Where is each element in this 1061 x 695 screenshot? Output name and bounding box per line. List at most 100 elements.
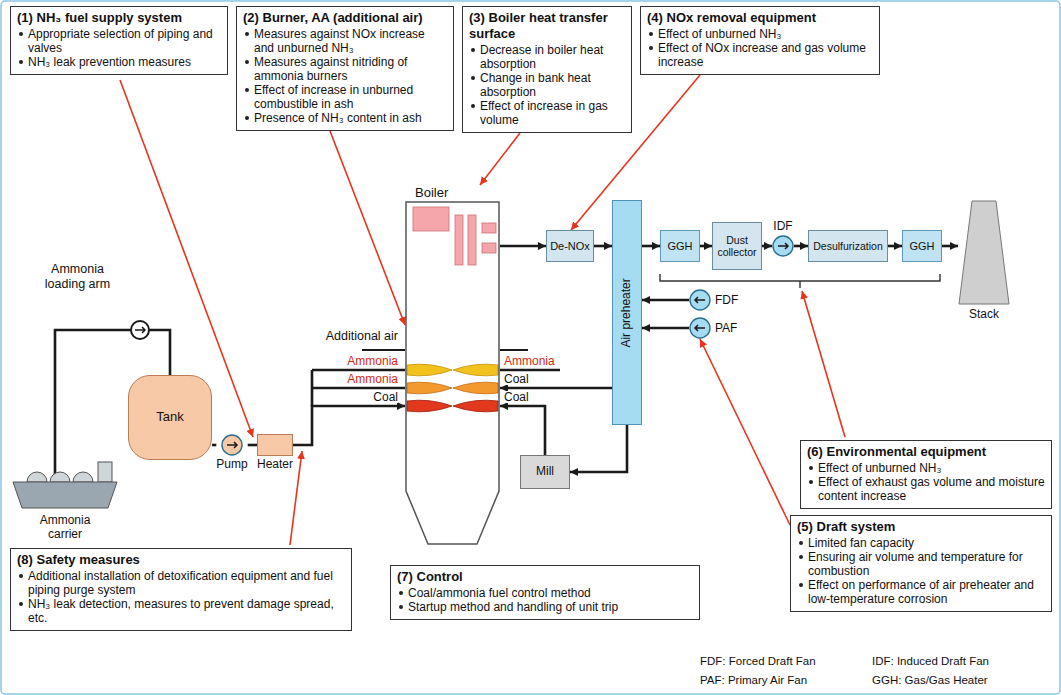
callout-box: (7) ControlCoal/ammonia fuel control met… xyxy=(390,565,700,620)
callout-heading: (2) Burner, AA (additional air) xyxy=(243,10,447,26)
heat-transfer-surface xyxy=(482,243,496,253)
callout-heading: (8) Safety measures xyxy=(17,552,345,568)
bullet-dot xyxy=(471,76,475,80)
fan-symbol xyxy=(689,317,711,339)
bullet-text: Effect of unburned NH₃ xyxy=(818,461,941,475)
bullet-text: NH₃ leak prevention measures xyxy=(28,55,191,69)
air-preheater: Air preheater xyxy=(612,200,642,425)
fuel-label: Ammonia xyxy=(504,355,564,367)
callout-box: (1) NH₃ fuel supply systemAppropriate se… xyxy=(10,6,228,75)
flow-line xyxy=(762,245,772,248)
fuel-label: Coal xyxy=(504,391,540,403)
bullet-dot xyxy=(19,602,23,606)
bullet-dot xyxy=(399,605,403,609)
induced-draft-fan: IDF xyxy=(772,220,794,257)
bullet-text: Appropriate selection of piping and valv… xyxy=(28,27,213,55)
bullet-text: Startup method and handling of unit trip xyxy=(408,600,618,614)
bullet-text: Effect of increase in gas volume xyxy=(480,99,608,127)
bullet-dot xyxy=(799,583,803,587)
box-label: GGH xyxy=(909,240,934,253)
symbol-label: Heater xyxy=(257,458,293,471)
heading-row: (4) NOx removal equipment xyxy=(647,10,873,26)
bullet-row: Effect of unburned NH₃ xyxy=(647,27,873,41)
box-label: Dust collector xyxy=(713,234,761,258)
ship-label: Ammonia carrier xyxy=(29,513,101,541)
callout-box: (8) Safety measuresAdditional installati… xyxy=(10,548,352,631)
stack-shape xyxy=(958,200,1010,305)
heat-transfer-surface xyxy=(455,215,463,265)
box-label: GGH xyxy=(667,240,692,253)
bullet-dot xyxy=(245,60,249,64)
bullet-dot xyxy=(809,480,813,484)
abbreviation-note: IDF: Induced Draft Fan xyxy=(872,655,1047,667)
bullet-text: Measures against NOx increase and unburn… xyxy=(254,27,425,55)
fuel-label: Ammonia xyxy=(336,355,398,367)
bullet-text: Effect of unburned NH₃ xyxy=(658,27,781,41)
ammonia-carrier: Ammonia carrier xyxy=(12,440,118,541)
flow-line xyxy=(500,406,545,455)
part-label: Ammonia loading arm xyxy=(30,262,125,292)
box-label: Tank xyxy=(156,410,183,425)
flow-line xyxy=(570,425,627,472)
heading-row: (2) Burner, AA (additional air) xyxy=(243,10,447,26)
bullet-dot xyxy=(809,466,813,470)
boiler-label: Boiler xyxy=(405,185,500,201)
ammonia-tank: Tank xyxy=(128,375,212,460)
bullet-dot xyxy=(245,32,249,36)
box-label: Air preheater xyxy=(620,278,634,347)
boiler: Boiler xyxy=(405,185,500,545)
bullet-row: Effect of increase in unburned combustib… xyxy=(243,83,447,111)
bullet-text: NH₃ leak detection, measures to prevent … xyxy=(28,597,334,625)
bullet-text: Effect of NOx increase and gas volume in… xyxy=(658,41,866,69)
forced-draft-fan: FDF xyxy=(689,289,738,311)
desulfurization-box: Desulfurization xyxy=(808,230,888,262)
burner-flames xyxy=(407,364,498,412)
bullet-text: Effect on performance of air preheater a… xyxy=(808,578,1034,606)
heater: Heater xyxy=(257,434,293,471)
burner-manifold xyxy=(312,370,405,406)
bullet-dot xyxy=(245,116,249,120)
abbreviation-note: PAF: Primary Air Fan xyxy=(700,674,865,686)
callout-heading: (7) Control xyxy=(397,569,693,585)
heading-row: (5) Draft system xyxy=(797,519,1045,535)
bullet-row: Decrease in boiler heat absorption xyxy=(469,43,625,71)
bullet-row: Effect of NOx increase and gas volume in… xyxy=(647,41,873,69)
bullet-text: Decrease in boiler heat absorption xyxy=(480,43,603,71)
bullet-row: Effect of exhaust gas volume and moistur… xyxy=(807,475,1045,503)
mill: Mill xyxy=(520,455,570,489)
bullet-row: NH₃ leak detection, measures to prevent … xyxy=(17,597,345,625)
bullet-dot xyxy=(799,541,803,545)
bullet-text: Limited fan capacity xyxy=(808,536,914,550)
bullet-dot xyxy=(471,48,475,52)
callout-box: (4) NOx removal equipmentEffect of unbur… xyxy=(640,6,880,75)
bullet-text: Presence of NH₃ content in ash xyxy=(254,111,422,125)
bullet-row: Presence of NH₃ content in ash xyxy=(243,111,447,125)
symbol-label: PAF xyxy=(715,322,737,335)
fan-symbol xyxy=(689,289,711,311)
flow-line xyxy=(888,245,902,248)
box-label: Mill xyxy=(536,465,554,479)
flow-line xyxy=(500,245,546,248)
primary-air-fan: PAF xyxy=(689,317,737,339)
heat-transfer-surface xyxy=(468,215,476,265)
denox-box: De-NOx xyxy=(546,230,594,262)
ship-illustration xyxy=(12,440,118,510)
bullet-row: Appropriate selection of piping and valv… xyxy=(17,27,221,55)
fan-symbol xyxy=(221,434,243,456)
additional-air-port xyxy=(362,349,528,351)
abbreviation-note: GGH: Gas/Gas Heater xyxy=(872,674,1047,686)
bullet-dot xyxy=(471,104,475,108)
bullet-dot xyxy=(649,32,653,36)
bullet-row: Effect of unburned NH₃ xyxy=(807,461,1045,475)
bullet-text: Ensuring air volume and temperature for … xyxy=(808,550,1023,578)
bullet-text: Effect of increase in unburned combustib… xyxy=(254,83,413,111)
callout-heading: (4) NOx removal equipment xyxy=(647,10,873,26)
symbol-label: Pump xyxy=(216,458,247,471)
heat-transfer-surface xyxy=(413,207,449,231)
callout-box: (2) Burner, AA (additional air)Measures … xyxy=(236,6,454,131)
flow-line xyxy=(642,245,660,248)
flow-line xyxy=(642,299,689,302)
bullet-dot xyxy=(649,46,653,50)
symbol-label: IDF xyxy=(773,220,792,233)
